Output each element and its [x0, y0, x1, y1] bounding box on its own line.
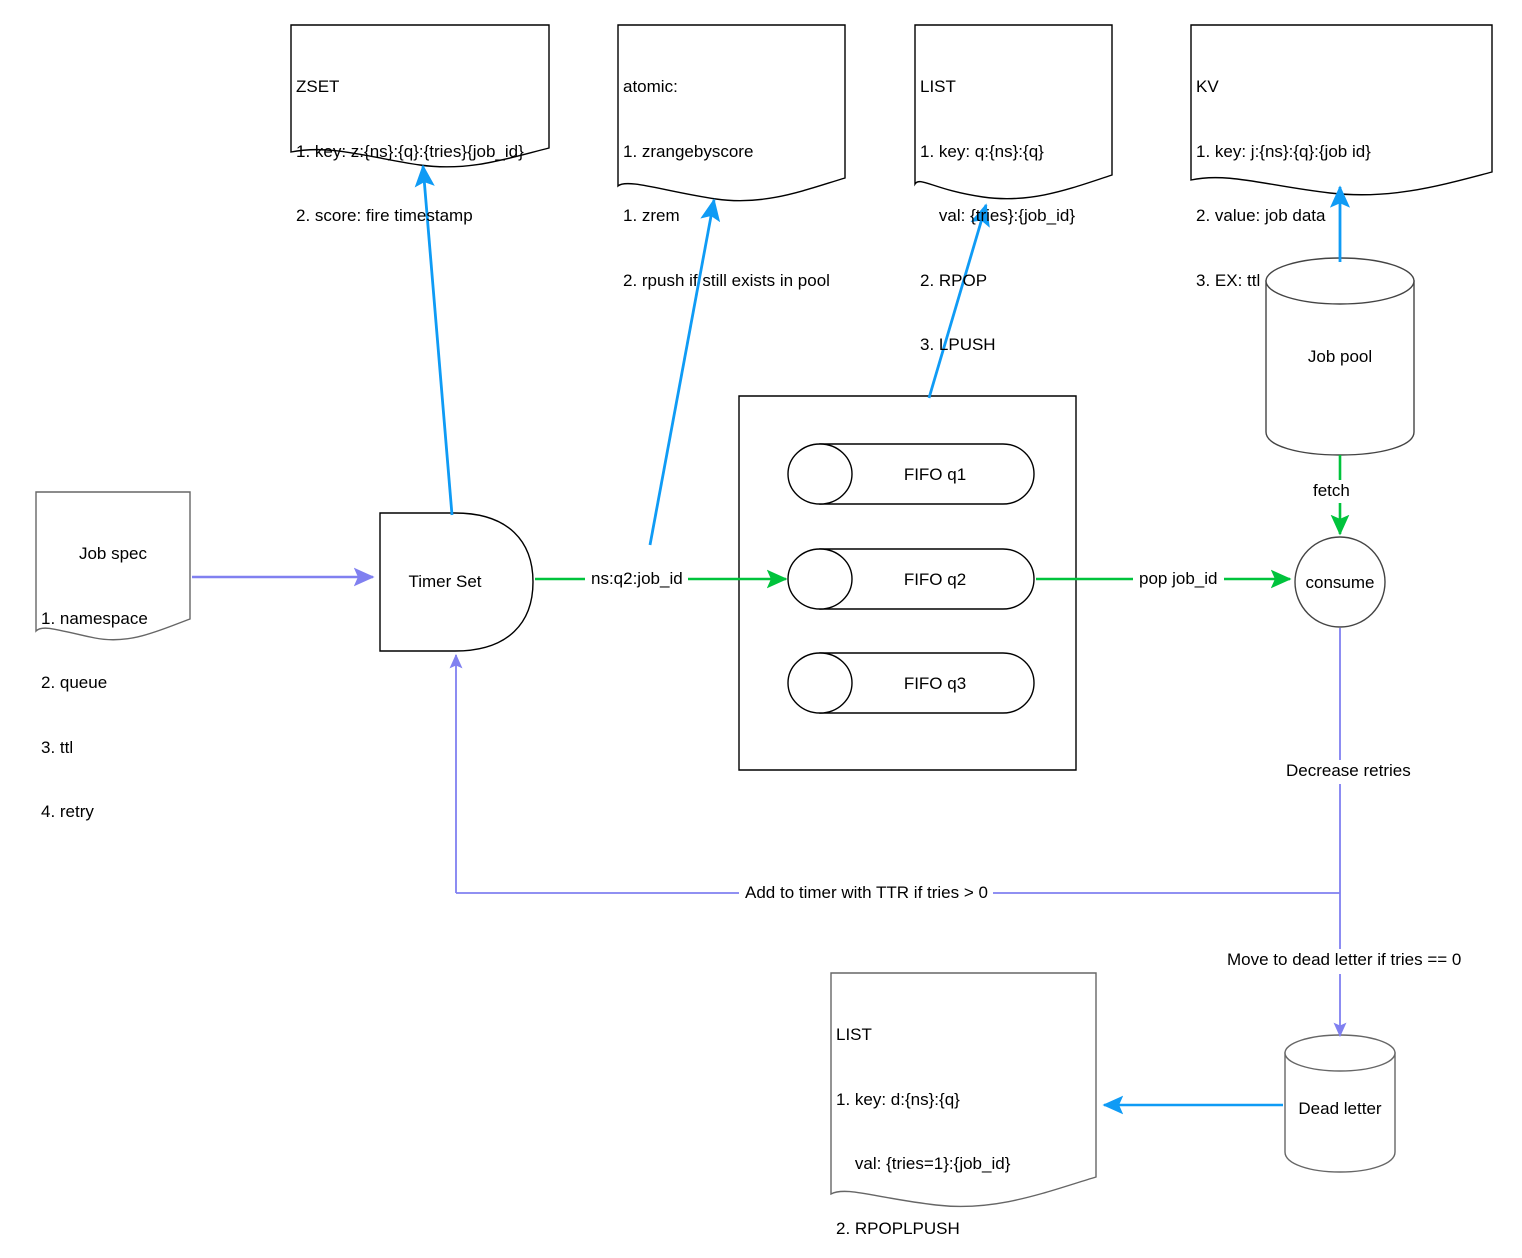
edge-label-fetch: fetch: [1308, 481, 1355, 501]
fifo-q3-label[interactable]: FIFO q3: [903, 674, 967, 693]
edge-timer-to-atomic: [648, 198, 721, 546]
atomic-note-shape: [617, 24, 846, 202]
edge-timer-to-zset: [414, 164, 454, 516]
dead-letter-label[interactable]: Dead letter: [1298, 1099, 1382, 1118]
fifo-q1-shape[interactable]: [787, 443, 1035, 505]
dead-letter-shape[interactable]: [1284, 1034, 1396, 1173]
edge-label-add-to-timer: Add to timer with TTR if tries > 0: [740, 883, 993, 903]
list-queue-note-shape: [914, 24, 1113, 200]
job-spec-note-shape: [35, 491, 191, 641]
fifo-q2-label[interactable]: FIFO q2: [903, 570, 967, 589]
list-dead-letter-note-shape: [830, 972, 1097, 1208]
kv-note-shape: [1190, 24, 1493, 196]
consume-shape[interactable]: [1294, 536, 1386, 628]
edge-label-ns-q2-job-id: ns:q2:job_id: [586, 569, 688, 589]
consume-label[interactable]: consume: [1305, 573, 1375, 592]
fifo-q3-shape[interactable]: [787, 652, 1035, 714]
timer-set-label[interactable]: Timer Set: [408, 572, 482, 591]
queue-group-container: [738, 395, 1077, 771]
timer-set-shape[interactable]: [379, 512, 534, 652]
edge-label-decrease-retries: Decrease retries: [1281, 761, 1416, 781]
fifo-q2-shape[interactable]: [787, 548, 1035, 610]
edge-label-move-to-dead-letter: Move to dead letter if tries == 0: [1222, 950, 1467, 970]
job-pool-label[interactable]: Job pool: [1307, 347, 1373, 366]
fifo-q1-label[interactable]: FIFO q1: [903, 465, 967, 484]
zset-note-shape: [290, 24, 550, 168]
edge-queue-to-list: [927, 203, 990, 399]
edge-label-pop-job-id: pop job_id: [1134, 569, 1223, 589]
